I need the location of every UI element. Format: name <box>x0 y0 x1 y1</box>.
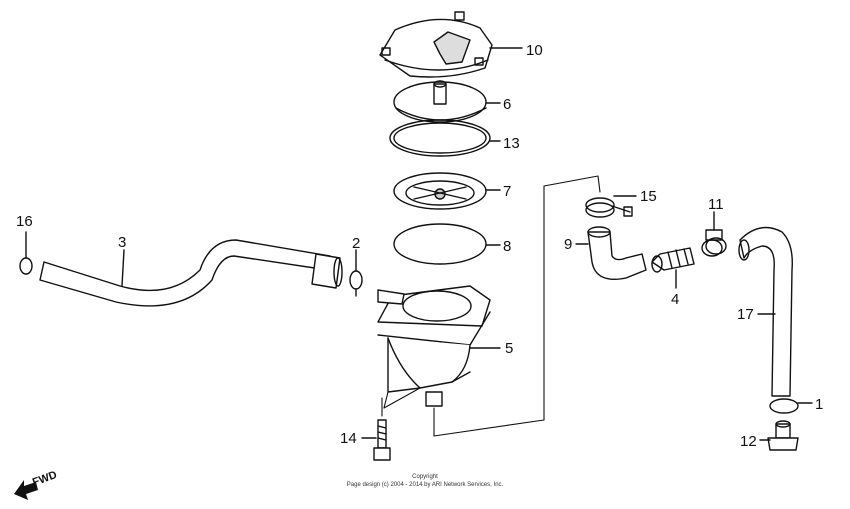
callout-17: 17 <box>737 306 754 323</box>
callout-7: 7 <box>503 183 511 200</box>
assembly-lines <box>381 175 601 437</box>
part-5-body[interactable] <box>377 285 501 407</box>
callout-11: 11 <box>708 196 724 213</box>
copyright-notice: Copyright Page design (c) 2004 - 2014 by… <box>347 474 504 488</box>
callout-4: 4 <box>671 291 679 308</box>
part-16-clip[interactable] <box>19 231 33 275</box>
fwd-arrow-icon: FWD <box>14 469 59 500</box>
part-10-cover[interactable] <box>379 11 523 78</box>
part-7-plate[interactable] <box>393 172 501 210</box>
callout-13: 13 <box>503 135 520 152</box>
callout-3: 3 <box>118 234 126 251</box>
callout-6: 6 <box>503 96 511 113</box>
part-11-clamp[interactable] <box>701 211 727 257</box>
callout-5: 5 <box>505 340 513 357</box>
part-9-elbow-hose[interactable] <box>575 226 647 280</box>
callout-14: 14 <box>340 430 357 447</box>
part-12-nozzle[interactable] <box>759 420 799 451</box>
callout-8: 8 <box>503 238 511 255</box>
part-3-hose[interactable] <box>39 239 343 307</box>
callout-12: 12 <box>740 433 757 450</box>
part-13-o-ring[interactable] <box>389 119 501 157</box>
callout-9: 9 <box>564 236 572 253</box>
part-15-clamp[interactable] <box>585 195 637 218</box>
part-2-clip[interactable] <box>349 249 363 297</box>
callout-15: 15 <box>640 188 657 205</box>
part-8-gasket[interactable] <box>393 223 501 265</box>
callout-16: 16 <box>16 213 33 230</box>
callout-10: 10 <box>526 42 543 59</box>
callout-1: 1 <box>815 396 823 413</box>
fwd-label: FWD <box>31 469 59 489</box>
part-14-bolt[interactable] <box>361 419 391 461</box>
part-1-clip[interactable] <box>769 398 813 414</box>
callout-labels: 10 6 13 7 8 5 16 3 2 14 15 11 9 4 17 1 1… <box>16 42 823 450</box>
part-17-hose[interactable] <box>738 226 793 397</box>
copyright-line-2: Page design (c) 2004 - 2014 by ARI Netwo… <box>347 482 504 488</box>
part-4-fitting[interactable] <box>651 247 695 289</box>
part-6-diaphragm[interactable] <box>393 80 501 123</box>
callout-2: 2 <box>352 235 360 252</box>
copyright-line-1: Copyright <box>412 474 438 480</box>
